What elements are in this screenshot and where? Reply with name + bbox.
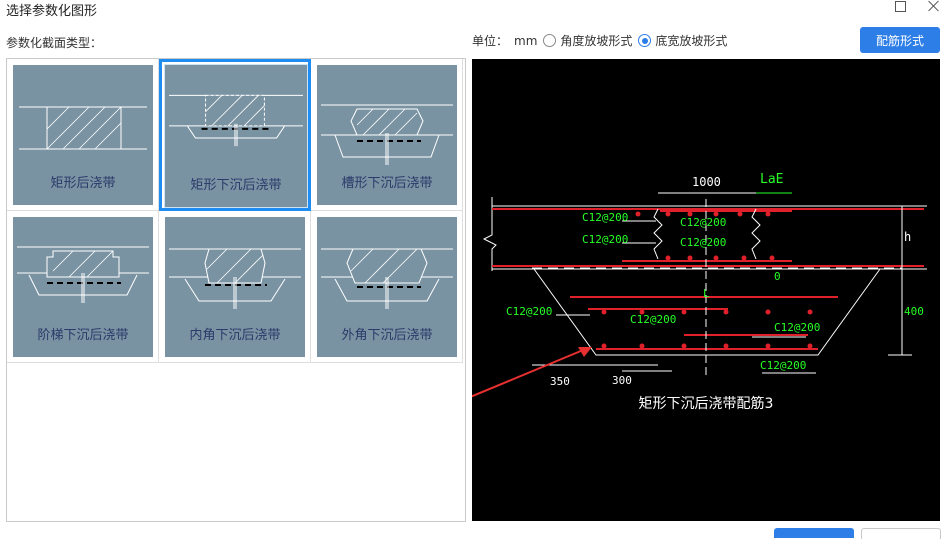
shape-tile-label: 矩形后浇带 — [50, 176, 116, 191]
shape-tile[interactable]: 外角下沉后浇带 — [311, 211, 463, 363]
shape-tile-label: 外角下沉后浇带 — [341, 328, 433, 343]
dim-1000: 1000 — [692, 175, 721, 189]
dim-h: h — [904, 230, 912, 244]
shape-tile[interactable]: 矩形后浇带 — [7, 59, 159, 211]
rebar-label: C12@200 — [630, 313, 677, 326]
rebar-label: C12@200 — [774, 321, 821, 334]
shape-tile-label: 矩形下沉后浇带 — [190, 178, 282, 193]
shape-tile-label: 阶梯下沉后浇带 — [37, 328, 129, 343]
radio-circle-checked-icon[interactable] — [638, 34, 652, 47]
dim-350: 350 — [550, 375, 570, 388]
shape-tile-label: 内角下沉后浇带 — [189, 328, 281, 343]
radio-bottom-width-slope[interactable]: 底宽放坡形式 — [638, 32, 727, 49]
dim-300: 300 — [612, 374, 632, 387]
radio-label: 底宽放坡形式 — [655, 34, 728, 48]
shape-tile[interactable]: 槽形下沉后浇带 — [311, 59, 463, 211]
shape-tile[interactable]: 阶梯下沉后浇带 — [7, 211, 159, 363]
preview-canvas: 1000 LaE h 0 L 400 350 300 C12@200 C12@2… — [472, 59, 940, 521]
unit-label: 单位： — [472, 34, 509, 48]
shape-gallery: 矩形后浇带 矩形下沉后浇带 — [6, 58, 466, 522]
close-icon[interactable] — [928, 0, 940, 12]
shape-thumbnail: 槽形下沉后浇带 — [317, 65, 457, 205]
ok-button[interactable] — [774, 528, 854, 538]
unit-value: mm — [514, 33, 538, 48]
radio-label: 角度放坡形式 — [560, 34, 633, 48]
shape-tile-label: 槽形下沉后浇带 — [341, 176, 433, 191]
section-label: 参数化截面类型： — [6, 36, 103, 50]
dim-400: 400 — [904, 305, 924, 318]
dim-0: 0 — [774, 270, 781, 283]
shape-tile[interactable]: 内角下沉后浇带 — [159, 211, 311, 363]
shape-thumbnail: 矩形下沉后浇带 — [164, 64, 308, 208]
dim-L: L — [703, 287, 710, 300]
rebar-label: C12@200 — [680, 216, 727, 229]
dim-lae: LaE — [760, 172, 784, 187]
rebar-label: C12@200 — [680, 236, 727, 249]
maximize-icon[interactable] — [895, 1, 906, 12]
rebar-label: C12@200 — [760, 359, 807, 372]
dialog-title: 选择参数化图形 — [6, 4, 98, 19]
radio-angle-slope[interactable]: 角度放坡形式 — [543, 32, 632, 49]
shape-thumbnail: 矩形后浇带 — [13, 65, 153, 205]
rebar-form-button[interactable]: 配筋形式 — [860, 27, 940, 53]
unit-row: 单位： mm 角度放坡形式 底宽放坡形式 — [472, 32, 727, 49]
shape-thumbnail: 外角下沉后浇带 — [317, 217, 457, 357]
rebar-label: C12@200 — [582, 233, 629, 246]
shape-thumbnail: 内角下沉后浇带 — [165, 217, 305, 357]
shape-thumbnail: 阶梯下沉后浇带 — [13, 217, 153, 357]
rebar-label: C12@200 — [582, 211, 629, 224]
window-controls — [895, 0, 940, 12]
radio-circle-icon[interactable] — [543, 34, 557, 47]
rebar-label: C12@200 — [506, 305, 553, 318]
preview-title: 矩形下沉后浇带配筋3 — [638, 396, 774, 412]
shape-tile-selected[interactable]: 矩形下沉后浇带 — [159, 59, 311, 211]
